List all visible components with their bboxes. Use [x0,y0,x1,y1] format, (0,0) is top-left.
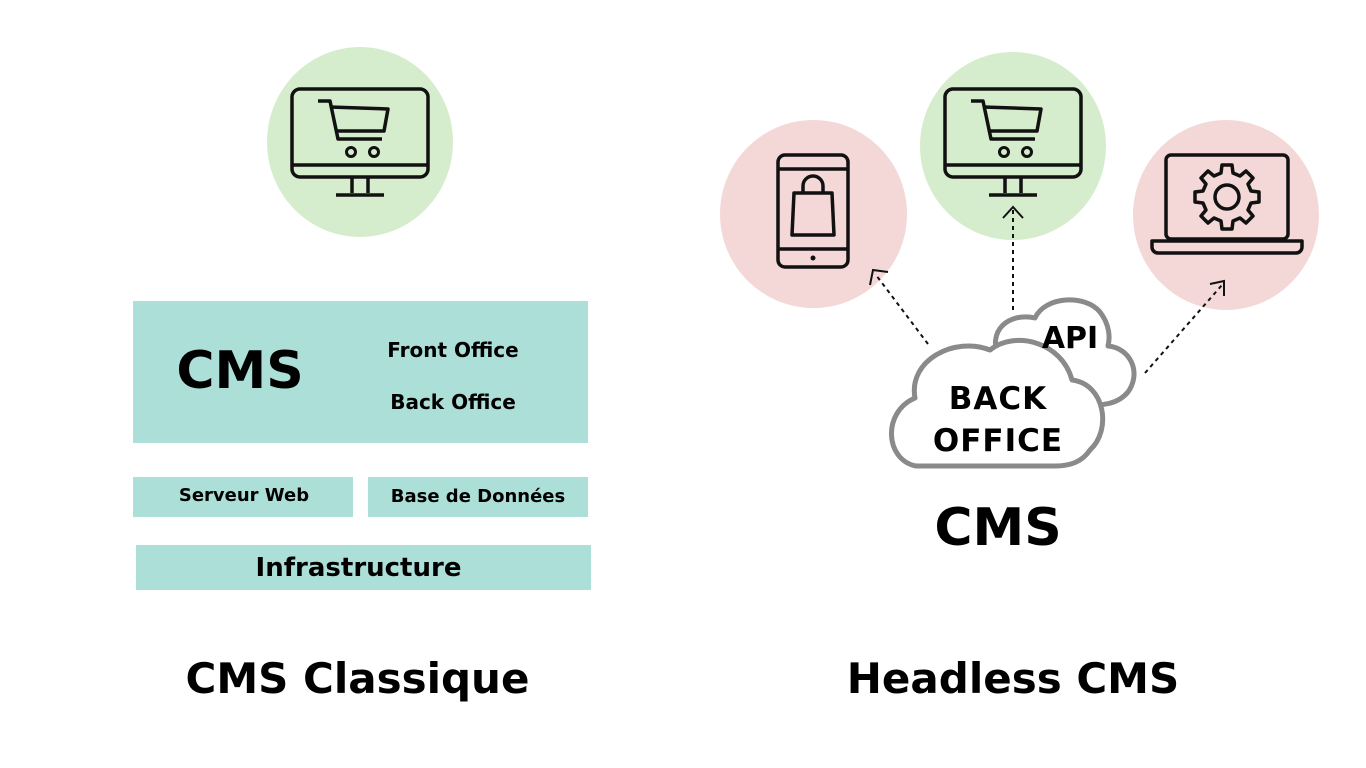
infrastructure-box [136,545,591,590]
web-server-label: Serveur Web [178,485,310,506]
back-office-line2: OFFICE [932,423,1064,459]
infrastructure-label: Infrastructure [255,553,462,583]
cms-box [133,301,588,443]
classic-desktop-circle [267,47,453,237]
database-box [368,477,588,517]
mobile-bag-icon [776,153,850,269]
cms-label: CMS [176,341,304,401]
desktop-cart-icon [290,87,430,197]
mobile-circle [720,120,907,308]
database-label: Base de Données [390,486,566,507]
front-office-label: Front Office [387,338,519,362]
api-label: API [1041,321,1099,356]
back-office-label: Back Office [390,390,516,414]
headless-title: Headless CMS [846,654,1180,703]
laptop-gear-icon [1150,153,1304,255]
web-server-box [133,477,353,517]
headless-cms-label: CMS [934,498,1062,558]
headless-desktop-circle [920,52,1106,240]
desktop-cart-icon [943,87,1083,197]
back-office-line1: BACK [948,381,1048,417]
classic-title: CMS Classique [185,654,530,703]
